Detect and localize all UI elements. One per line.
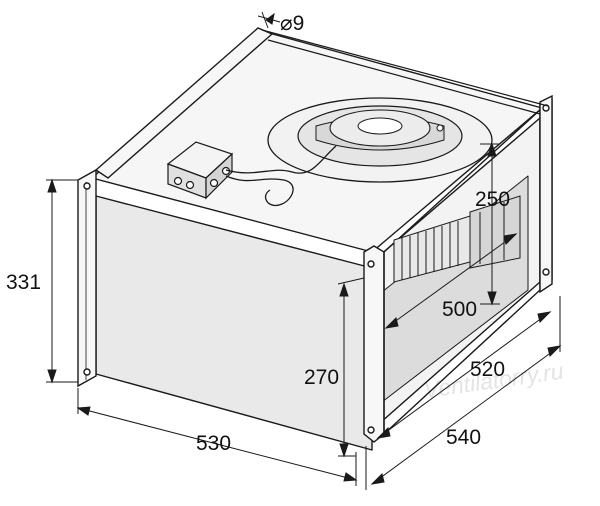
- motor-disc: [267, 97, 493, 183]
- dimension-lines: [46, 11, 562, 490]
- dim-total-height: 331: [6, 271, 41, 294]
- left-flange: [77, 27, 274, 388]
- dim-depth: 530: [196, 432, 231, 455]
- power-cable: [225, 145, 337, 207]
- dim-hole-diameter: ⌀9: [280, 12, 304, 35]
- dim-inner-width: 520: [470, 358, 505, 381]
- dim-duct-width: 500: [442, 298, 477, 321]
- terminal-box: [166, 141, 234, 200]
- dim-body-height: 270: [304, 366, 339, 389]
- top-rail: [261, 29, 549, 115]
- dim-duct-height: 250: [475, 188, 510, 211]
- dim-flange-width: 540: [446, 426, 481, 449]
- fan-impeller: [393, 195, 521, 283]
